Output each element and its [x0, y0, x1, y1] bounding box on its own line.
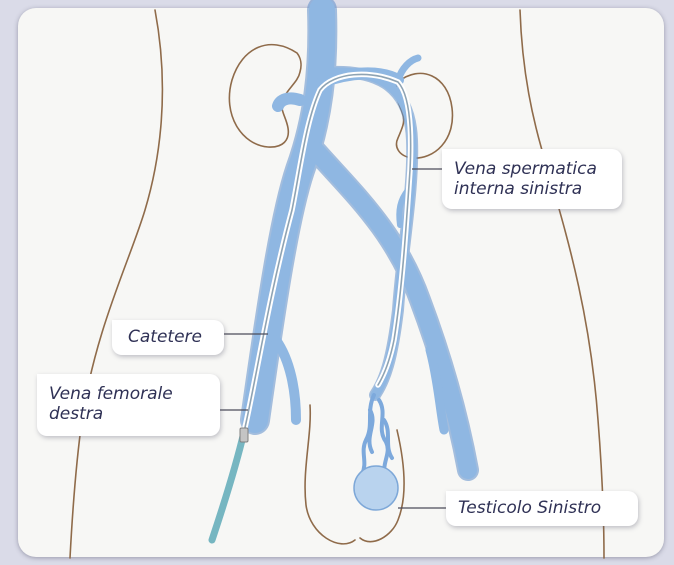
label-catetere-text: Catetere [128, 327, 214, 347]
label-vena-femorale-line2: destra [49, 404, 210, 424]
label-testicolo: Testicolo Sinistro [446, 491, 638, 526]
label-vena-spermatica: Vena spermatica interna sinistra [442, 149, 622, 209]
label-vena-femorale: Vena femorale destra [37, 374, 220, 436]
right-external-iliac-branch [276, 340, 296, 420]
right-renal-vein [278, 98, 300, 106]
label-vena-spermatica-line1: Vena spermatica [454, 159, 612, 179]
label-vena-femorale-line1: Vena femorale [49, 384, 210, 404]
label-vena-spermatica-line2: interna sinistra [454, 179, 612, 199]
venous-system [255, 10, 468, 510]
label-catetere: Catetere [112, 320, 224, 355]
label-testicolo-text: Testicolo Sinistro [458, 498, 638, 518]
left-testicle [354, 466, 398, 510]
body-outline-left [70, 10, 162, 558]
body-outline-right [520, 10, 604, 558]
